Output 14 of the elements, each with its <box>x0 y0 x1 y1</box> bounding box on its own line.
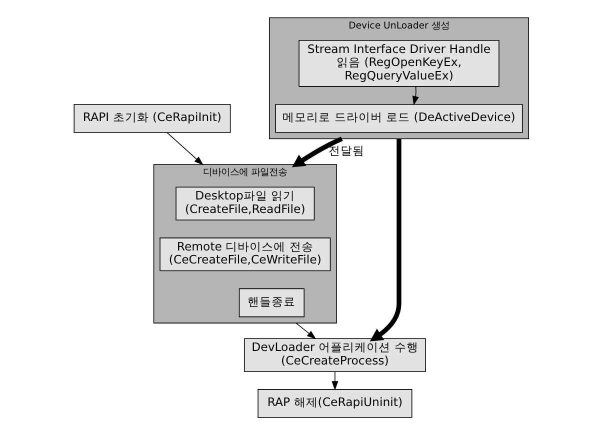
node-box: DevLoader 어플리케이션 수행 (CeCreateProcess) <box>243 338 426 372</box>
arrow <box>331 371 338 391</box>
arrow <box>369 138 401 342</box>
node-box: Stream Interface Driver Handle 읽음 (RegOpenKeyEx, RegQueryValueEx) <box>298 40 499 87</box>
node-box: RAP 해제(CeRapiUninit) <box>257 389 412 418</box>
arrow <box>295 322 316 340</box>
node-box: 메모리로 드라이버 로드 (DeActiveDevice) <box>274 104 522 133</box>
node-box: Desktop파일 읽기 (CreateFile,ReadFile) <box>175 186 314 220</box>
node-box: RAPI 초기화 (CeRapiInit) <box>73 104 230 133</box>
arrow <box>412 86 418 106</box>
node-box: 핸들종료 <box>238 288 304 318</box>
edge-label: 전달됨 <box>328 143 364 158</box>
node-box: Remote 디바이스에 전송 (CeCreateFile,CeWriteFile) <box>159 238 330 272</box>
arrow <box>166 132 203 166</box>
